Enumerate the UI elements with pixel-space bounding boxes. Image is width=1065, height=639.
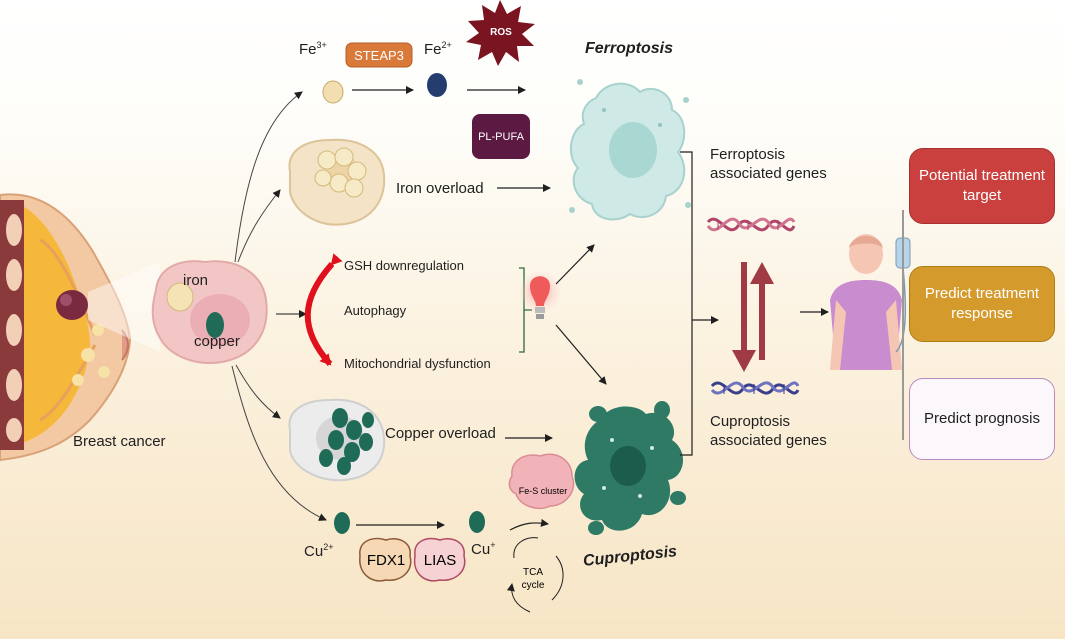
ros-burst-icon	[466, 0, 535, 66]
treatment-response-box: Predict treatment response	[909, 266, 1055, 342]
cu2-label: Cu2+	[304, 542, 334, 560]
prognosis-box: Predict prognosis	[909, 378, 1055, 460]
copper-overload-cell	[288, 398, 386, 482]
copper-label: copper	[194, 333, 240, 350]
autophagy-label: Autophagy	[344, 303, 407, 318]
cuproptosis-cell-icon	[574, 401, 686, 535]
cu1-label: Cu+	[471, 540, 496, 558]
ferroptosis-cell-icon	[569, 79, 691, 221]
tca-label-1: TCA	[523, 567, 543, 578]
fdx1-label: FDX1	[366, 551, 406, 569]
treatment-target-line2: target	[962, 187, 1002, 204]
iron-overload-cell	[288, 138, 386, 226]
patient-icon	[830, 234, 902, 370]
prognosis-line1: Predict prognosis	[924, 410, 1040, 427]
treatment-target-box: Potential treatment target	[909, 148, 1055, 224]
fe2-label: Fe2+	[424, 40, 452, 58]
mitochondrial-dysfunction-label: Mitochondrial dysfunction	[344, 356, 491, 371]
lias-label: LIAS	[423, 551, 457, 569]
cuproptosis-genes-line2: associated genes	[710, 432, 827, 449]
gsh-downregulation-label: GSH downregulation	[344, 258, 464, 273]
treatment-response-line2: response	[951, 305, 1013, 322]
ros-label: ROS	[490, 26, 512, 38]
pl-pufa-label: PL-PUFA	[478, 130, 524, 143]
treatment-target-line1: Potential treatment	[919, 167, 1045, 184]
cancer-cell	[151, 260, 268, 364]
steap3-enzyme: STEAP3	[354, 47, 404, 63]
ferroptosis-genes-line2: associated genes	[710, 165, 827, 182]
copper-overload-label: Copper overload	[385, 425, 496, 442]
fe-s-cluster-label: Fe-S cluster	[518, 486, 568, 496]
cuproptosis-genes-line1: Cuproptosis	[710, 413, 791, 430]
lightbulb-icon	[518, 270, 562, 319]
treatment-response-line1: Predict treatment	[924, 285, 1040, 302]
dna-icon	[706, 217, 796, 232]
iron-label: iron	[183, 272, 209, 289]
breast-anatomy-icon	[0, 193, 160, 462]
ferroptosis-title: Ferroptosis	[585, 40, 674, 57]
dna-icon	[710, 381, 800, 395]
breast-cancer-label: Breast cancer	[73, 433, 166, 450]
tca-label-2: cycle	[521, 580, 545, 591]
iron-overload-label: Iron overload	[396, 180, 484, 197]
fe3-label: Fe3+	[299, 40, 327, 58]
ferroptosis-genes-line1: Ferroptosis	[710, 146, 786, 163]
iv-bag-icon	[895, 210, 911, 440]
